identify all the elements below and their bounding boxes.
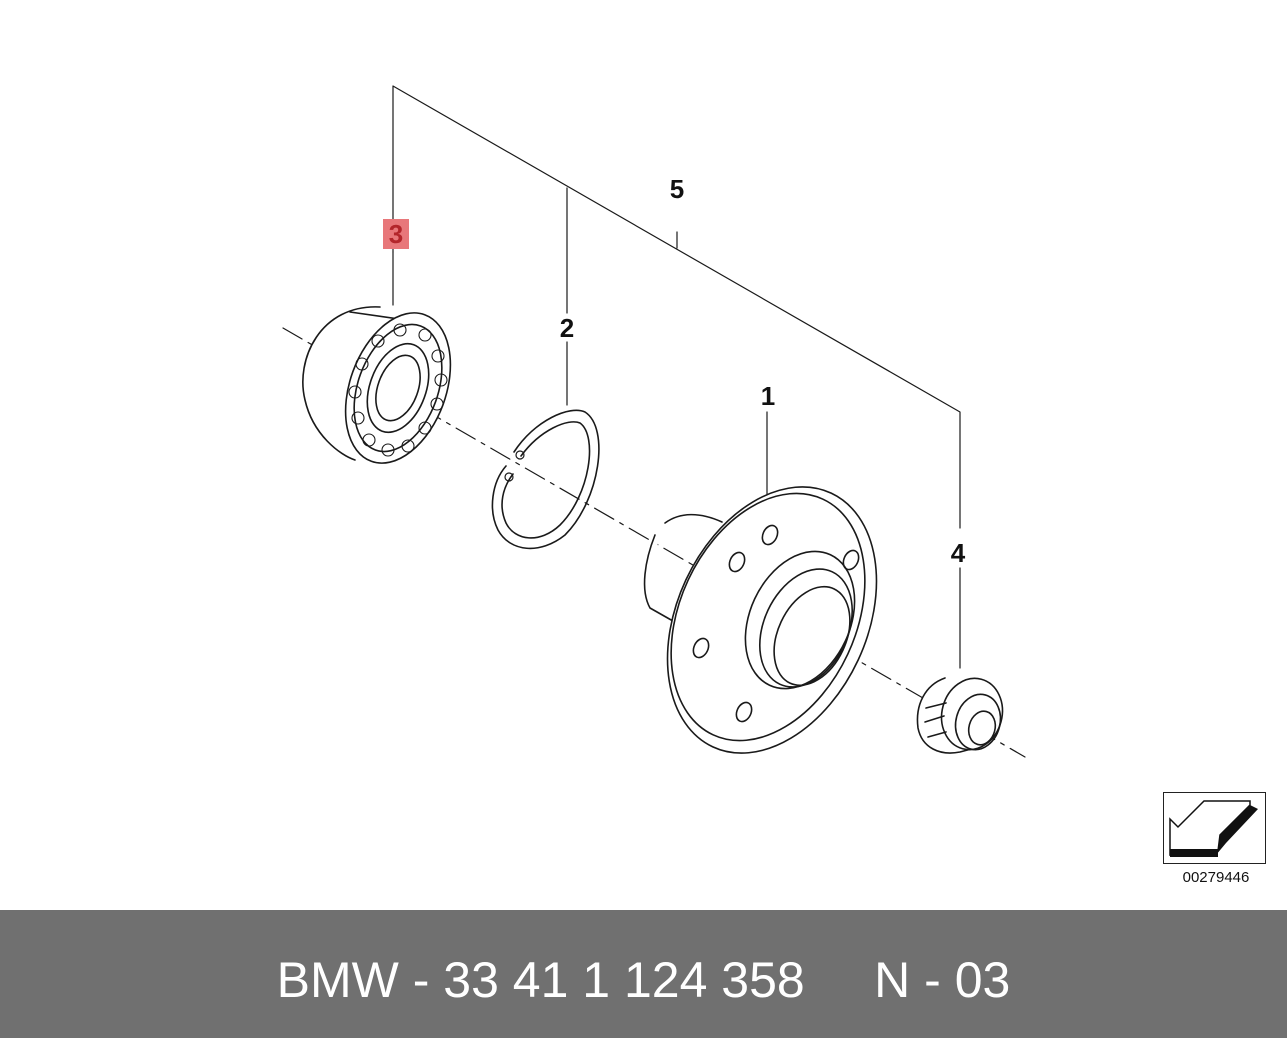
hub-nut: [916, 677, 1004, 754]
arrow-pointer-icon: [1169, 800, 1258, 857]
part-number-caption: BMW - 33 41 1 124 358 N - 03: [276, 952, 1011, 1008]
leader-lines: [392, 85, 961, 669]
diagram-reference-number: 00279446: [1182, 869, 1250, 886]
reference-icon-box: [1163, 792, 1266, 864]
callout-part-5: 5: [669, 174, 685, 204]
callout-part-2: 2: [559, 313, 575, 343]
callout-part-4: 4: [950, 538, 966, 568]
footer-bar: BMW - 33 41 1 124 358 N - 03: [0, 910, 1287, 1038]
callout-part-3-highlighted: 3: [383, 219, 409, 249]
wheel-hub: [643, 486, 878, 754]
callout-part-1: 1: [760, 381, 776, 411]
circlip-ring: [491, 409, 600, 550]
parts-diagram: 1 2 3 4 5 00279446: [282, 85, 1266, 886]
wheel-bearing: [302, 306, 452, 464]
exploded-view-drawing: [282, 85, 1026, 758]
